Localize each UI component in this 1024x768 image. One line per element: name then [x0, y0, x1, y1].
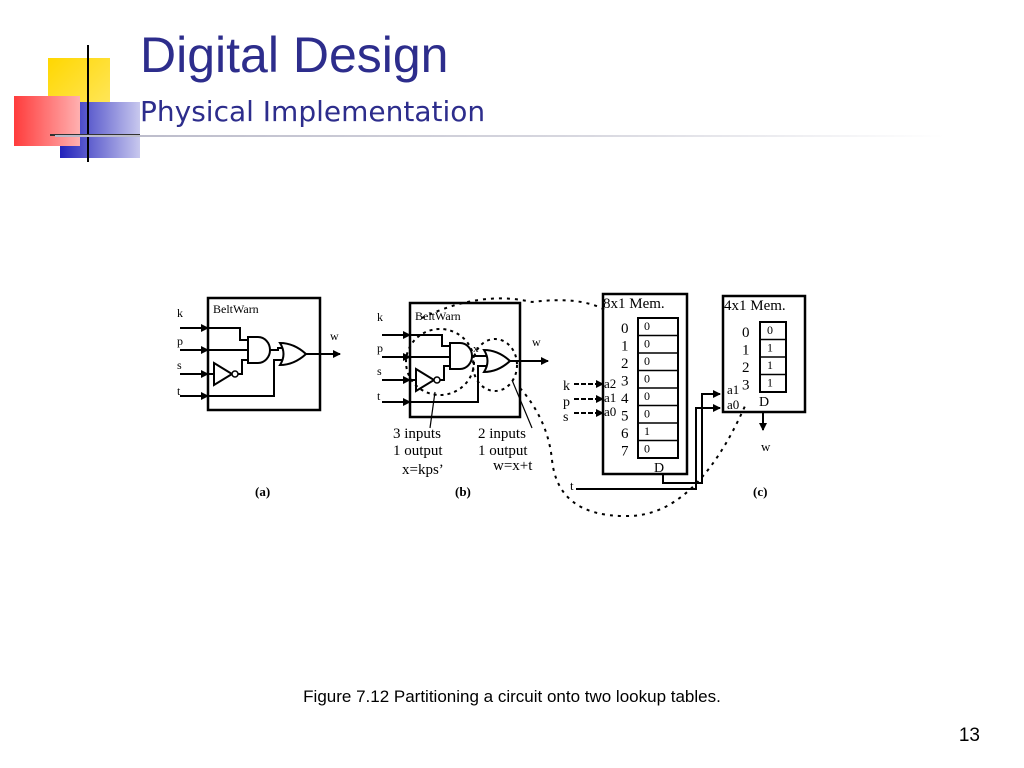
input-label-k-b: k [377, 310, 383, 324]
note-pointer-left [429, 391, 436, 429]
mem8-address-label: 2 [621, 356, 629, 372]
circuit-diagram: BeltWarn k p s t w (a) BeltWarn k p s t [177, 292, 807, 518]
panel-a: BeltWarn k p s t w (a) [177, 296, 341, 499]
mem8-signal-k: k [563, 379, 570, 394]
corner-decoration [14, 45, 140, 162]
beltwarn-label-a: BeltWarn [213, 302, 259, 316]
title-divider [55, 135, 945, 137]
mem8-address-label: 7 [621, 444, 629, 460]
wire-k-a [208, 327, 248, 341]
and-gate-a [247, 336, 271, 364]
mem8-cell-value: 0 [644, 372, 650, 386]
mem8-cell-value: 0 [644, 354, 650, 368]
note-right-line-1: 2 inputs [478, 426, 526, 442]
panel-tag-b: (b) [455, 484, 471, 499]
output-label-w-a: w [330, 329, 339, 343]
mem4-addr-input-a0: a0 [727, 397, 739, 412]
input-label-s-b: s [377, 364, 382, 378]
mem8-cell-value: 0 [644, 407, 650, 421]
panel-tag-c: (c) [753, 484, 767, 499]
t-label: t [570, 478, 574, 493]
note-left-line-1: 3 inputs [393, 426, 441, 442]
panel-b: BeltWarn k p s t x w 3 inputs 1 output x… [377, 301, 549, 499]
mem8-data-out: D [654, 461, 664, 476]
mem8-address-label: 3 [621, 374, 629, 390]
wire-t-b [410, 365, 486, 403]
input-label-s-a: s [177, 358, 182, 372]
mem4-address-label: 3 [742, 378, 750, 394]
mem4-cell-value: 0 [767, 323, 773, 337]
mem8-address-label: 1 [621, 339, 629, 355]
mem4-address-label: 1 [742, 343, 750, 359]
page-number: 13 [958, 725, 980, 746]
mem8-address-label: 0 [621, 321, 629, 337]
or-gate-b [482, 348, 512, 374]
mem8-addr-input-a2: a2 [604, 376, 616, 391]
partition-outline-2 [472, 338, 518, 392]
mem-8x1: 8x1 Mem. 0 0 1 0 2 0 3 0 4 0 5 0 6 1 7 0 a2 a1 a0 k p s… [563, 292, 689, 493]
mem8-signal-p: p [563, 395, 570, 410]
wire-inv-out-b [439, 365, 450, 381]
mem4-cell-value: 1 [767, 341, 773, 355]
or-gate-a [278, 341, 308, 367]
note-right-line-2: 1 output [478, 443, 528, 459]
slide-subtitle: Physical Implementation [140, 95, 486, 128]
mem8-address-label: 5 [621, 409, 629, 425]
panel-tag-a: (a) [255, 484, 270, 499]
inverter-bubble-b [433, 376, 441, 384]
mapping-curve-lower [519, 387, 746, 518]
slide-title: Digital Design [140, 27, 449, 83]
input-label-t-b: t [377, 389, 381, 403]
mem8-cell-value: 0 [644, 337, 650, 351]
note-left-line-2: 1 output [393, 443, 443, 459]
mem8-address-label: 4 [621, 391, 629, 407]
mem4-cell-value: 1 [767, 358, 773, 372]
note-right-line-3: w=x+t [493, 458, 533, 474]
mem8-addr-input-a0: a0 [604, 404, 616, 419]
mem8-address-label: 6 [621, 426, 629, 442]
x-signal-label: x [473, 343, 479, 355]
mem4-output-w: w [761, 439, 771, 454]
inverter-bubble-a [231, 370, 239, 378]
input-label-p-b: p [377, 341, 383, 355]
mem8-cell-value: 0 [644, 389, 650, 403]
mem8-rows: 0 0 1 0 2 0 3 0 4 0 5 0 6 1 7 0 [621, 319, 678, 460]
mem4-address-label: 2 [742, 360, 750, 376]
mem4-cell-value: 1 [767, 376, 773, 390]
note-left-line-3: x=kps’ [402, 462, 444, 478]
input-label-p-a: p [177, 334, 183, 348]
output-label-w-b: w [532, 335, 541, 349]
and-gate-b [449, 342, 473, 370]
deco-red-square [14, 96, 80, 146]
mem4-address-label: 0 [742, 325, 750, 341]
note-pointer-right [511, 379, 533, 429]
mem4-data-out: D [759, 395, 769, 410]
inverter-a [213, 361, 234, 387]
mapping-curve-upper [421, 297, 606, 319]
input-label-t-a: t [177, 384, 181, 398]
mem8-cell-value: 1 [644, 424, 650, 438]
wire-inv-out-a [237, 359, 248, 375]
wire-t-a [208, 359, 282, 397]
wire-k-b [410, 334, 450, 347]
wire-d-to-mem4 [662, 390, 721, 484]
figure-caption: Figure 7.12 Partitioning a circuit onto … [303, 687, 721, 706]
wire-and-out-a [268, 347, 284, 351]
mem8-title: 8x1 Mem. [603, 296, 665, 312]
mem8-cell-value: 0 [644, 319, 650, 333]
mem8-signal-s: s [563, 410, 568, 425]
mem4-title: 4x1 Mem. [724, 298, 786, 314]
input-label-k-a: k [177, 306, 183, 320]
beltwarn-label-b: BeltWarn [415, 309, 461, 323]
mem8-cell-value: 0 [644, 442, 650, 456]
mem8-addr-input-a1: a1 [604, 390, 616, 405]
inverter-b [415, 367, 436, 393]
mem4-addr-input-a1: a1 [727, 382, 739, 397]
